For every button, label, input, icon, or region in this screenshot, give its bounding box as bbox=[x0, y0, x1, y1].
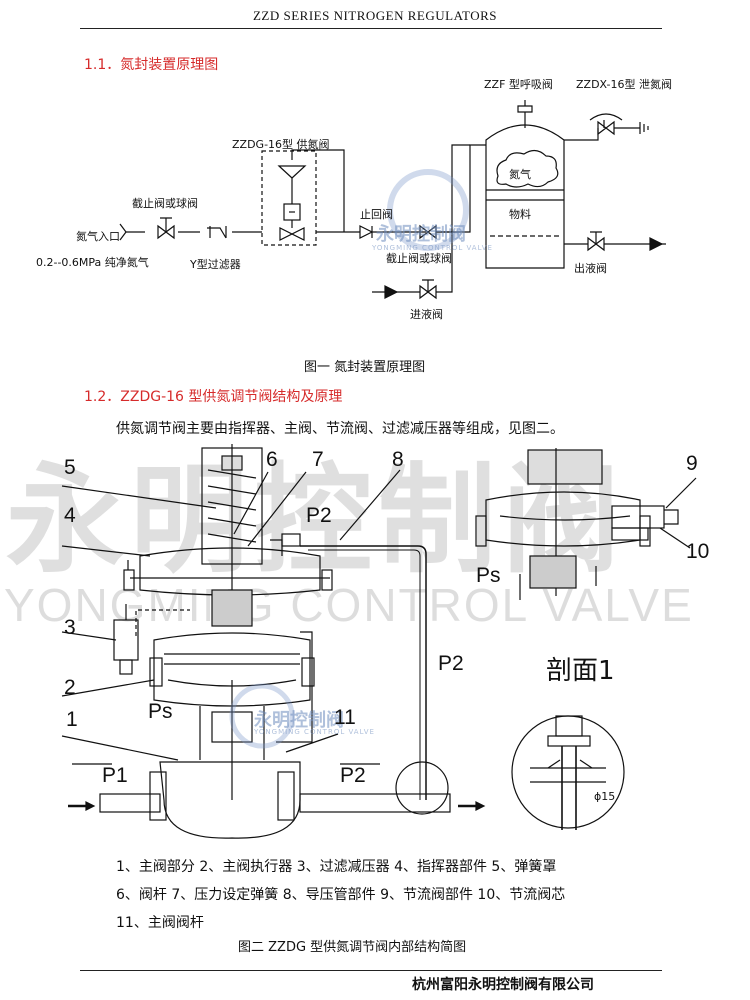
callout-5: 5 bbox=[64, 456, 76, 479]
section1-heading: 1.1．氮封装置原理图 bbox=[84, 57, 219, 73]
legend-line-1: 1、主阀部分 2、主阀执行器 3、过滤减压器 4、指挥器部件 5、弹簧罩 bbox=[116, 859, 557, 875]
watermark-small-logo-2: 永明控制阀 bbox=[254, 710, 344, 731]
header-rule bbox=[80, 28, 662, 29]
label-ps-left: Ps bbox=[148, 700, 173, 723]
label-material: 物料 bbox=[509, 208, 531, 221]
callout-3: 3 bbox=[64, 616, 76, 639]
watermark-small-logo-1: 永明控制阀 bbox=[376, 224, 466, 245]
label-zzdx-vent: ZZDX-16型 泄氮阀 bbox=[576, 78, 672, 91]
callout-9: 9 bbox=[686, 452, 698, 475]
watermark-small-subtitle-1: YONGMING CONTROL VALVE bbox=[372, 244, 493, 252]
callout-11: 11 bbox=[334, 706, 356, 729]
callout-7: 7 bbox=[312, 448, 324, 471]
section2-intro: 供氮调节阀主要由指挥器、主阀、节流阀、过滤减压器等组成，见图二。 bbox=[116, 421, 564, 437]
callout-4: 4 bbox=[64, 504, 76, 527]
watermark-small-subtitle-2: YONGMING CONTROL VALVE bbox=[254, 728, 375, 736]
section-view-label: 剖面1 bbox=[546, 656, 615, 686]
label-p1: P1 bbox=[102, 764, 128, 787]
callout-10: 10 bbox=[686, 540, 710, 563]
label-inlet-valve: 进液阀 bbox=[410, 308, 443, 321]
label-zzf-breather: ZZF 型呼吸阀 bbox=[484, 78, 553, 91]
footer-company-name: 杭州富阳永明控制阀有限公司 bbox=[412, 977, 594, 993]
label-check-valve: 止回阀 bbox=[360, 208, 393, 221]
legend-line-2: 6、阀杆 7、压力设定弹簧 8、导压管部件 9、节流阀部件 10、节流阀芯 bbox=[116, 887, 566, 903]
callout-1: 1 bbox=[66, 708, 78, 731]
label-ps-right: Ps bbox=[476, 564, 501, 587]
label-y-filter: Y型过滤器 bbox=[190, 258, 241, 271]
label-p2-main: P2 bbox=[340, 764, 366, 787]
label-nitrogen-gas: 氮气 bbox=[509, 168, 531, 181]
watermark-logo-subtitle: YONGMING CONTROL VALVE bbox=[4, 579, 694, 631]
label-nitrogen-inlet: 氮气入口 bbox=[76, 230, 120, 243]
legend-line-3: 11、主阀阀杆 bbox=[116, 915, 204, 931]
figure1-caption: 图一 氮封装置原理图 bbox=[304, 360, 426, 375]
callout-8: 8 bbox=[392, 448, 404, 471]
label-outlet-valve: 出液阀 bbox=[574, 262, 607, 275]
label-stop-valve-2: 截止阀或球阀 bbox=[386, 252, 452, 265]
label-stop-valve-1: 截止阀或球阀 bbox=[132, 197, 198, 210]
page-header-title: ZZD SERIES NITROGEN REGULATORS bbox=[252, 8, 498, 23]
section-view-diameter: ϕ15 bbox=[594, 790, 616, 803]
label-p2-top: P2 bbox=[306, 504, 332, 527]
figure2-caption: 图二 ZZDG 型供氮调节阀内部结构简图 bbox=[238, 940, 467, 955]
section2-heading: 1.2．ZZDG-16 型供氮调节阀结构及原理 bbox=[84, 389, 343, 405]
label-pressure-range: 0.2--0.6MPa 纯净氮气 bbox=[36, 256, 149, 269]
footer-rule bbox=[80, 970, 662, 971]
label-p2-right: P2 bbox=[438, 652, 464, 675]
callout-2: 2 bbox=[64, 676, 76, 699]
label-zzdg-supply: ZZDG-16型 供氮阀 bbox=[232, 138, 330, 151]
callout-6: 6 bbox=[266, 448, 278, 471]
